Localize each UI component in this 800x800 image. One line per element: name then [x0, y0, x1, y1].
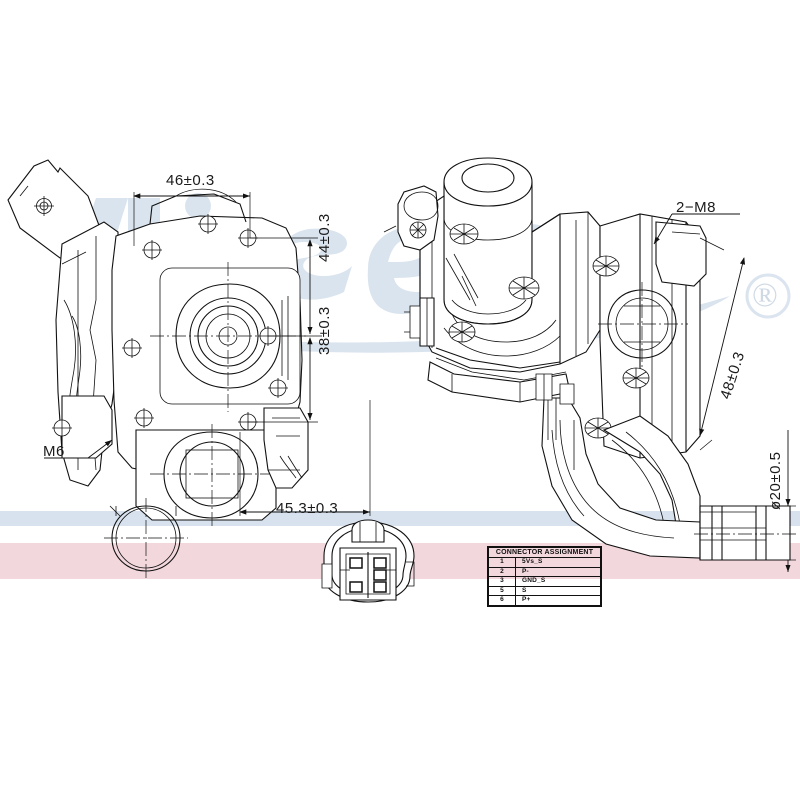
bolt-hole-bracket	[34, 196, 54, 216]
dimension-label-height-lower: 38±0.3	[316, 306, 333, 355]
connector-pin-number: 1	[488, 557, 516, 568]
dimension-label-width-bottom: 45.3±0.3	[276, 500, 339, 517]
flange-bolt-bottom	[622, 367, 650, 389]
dimension-44-38	[248, 237, 322, 423]
leader-m6	[44, 439, 113, 459]
left-lower-arm	[52, 395, 113, 459]
bolt-boss-lower	[448, 321, 476, 343]
dimension-48	[699, 237, 746, 451]
mounting-flange	[584, 213, 707, 459]
connector-pin-signal: GND_S	[515, 576, 601, 587]
connector-table-title: CONNECTOR ASSIGNMENT	[488, 547, 601, 558]
left-assembly-side-tab	[263, 407, 309, 489]
bolt-hole-ml	[122, 338, 142, 358]
bolt-boss-mid	[508, 276, 540, 300]
registered-mark-icon: ®	[752, 277, 778, 314]
sensor-can	[383, 185, 439, 251]
dimension-d20	[785, 430, 796, 572]
bolt-hole-br	[268, 378, 288, 398]
lower-elbow	[535, 373, 701, 559]
bolt-hole-tl	[142, 240, 162, 260]
connector-pin-signal: P-	[515, 566, 601, 577]
leader-2-m8	[653, 213, 740, 245]
connector-plug	[321, 519, 415, 603]
connector-pin-number: 6	[488, 595, 516, 606]
dimension-label-height-upper: 44±0.3	[316, 213, 333, 262]
flange-port	[598, 282, 688, 368]
connector-pin-number: 2	[488, 566, 516, 577]
connector-pin-signal: P+	[515, 595, 601, 606]
bolt-hole-bl	[134, 408, 154, 428]
flange-bolt-right	[584, 417, 612, 439]
main-housing-plate	[111, 188, 306, 475]
bolt-hole-left-arm	[52, 418, 72, 438]
dimension-45-3	[239, 400, 371, 516]
outlet-tube	[694, 505, 796, 561]
connector-pin-signal: 5Vs_S	[515, 557, 601, 568]
bolt-boss-upper	[449, 223, 479, 245]
dimension-label-thread-2-m8: 2−M8	[676, 199, 716, 216]
upper-left-bracket	[7, 159, 101, 259]
connector-pin-signal: S	[515, 585, 601, 596]
bolt-hole-tm	[198, 214, 218, 234]
dimension-label-outlet-diameter: ø20±0.5	[767, 451, 784, 510]
flange-bolt-top	[592, 255, 620, 277]
bottom-left-port	[104, 498, 188, 580]
dimension-46	[133, 192, 251, 246]
linkage-detail	[404, 297, 571, 403]
connector-pin-number: 3	[488, 576, 516, 587]
sensor-bolt	[409, 221, 427, 239]
dimension-label-width-top: 46±0.3	[166, 172, 215, 189]
dimension-label-thread-m6: M6	[43, 443, 65, 460]
connector-pin-number: 5	[488, 585, 516, 596]
